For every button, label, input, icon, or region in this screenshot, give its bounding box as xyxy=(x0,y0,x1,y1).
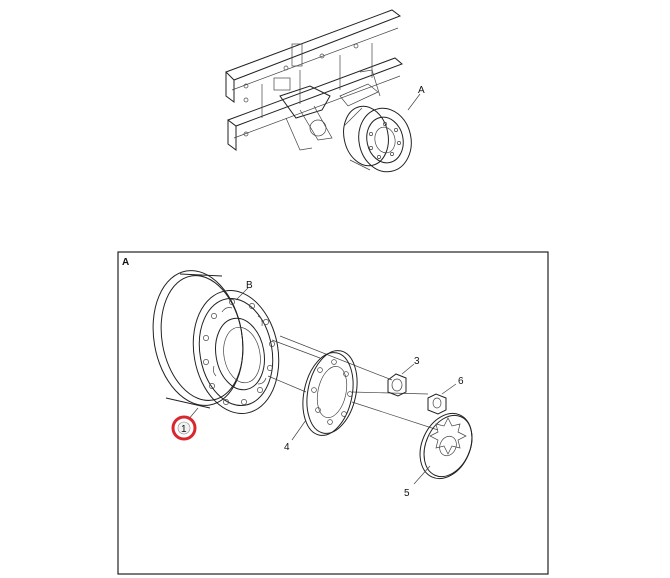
callout-3: 3 xyxy=(414,356,420,367)
chassis-overview-illustration: A xyxy=(225,9,425,173)
callout-6-leader xyxy=(441,383,457,395)
overview-callout-A: A xyxy=(418,85,425,96)
detail-frame xyxy=(117,251,549,575)
callout-B: B xyxy=(246,280,253,291)
part-3-wheel-nut xyxy=(387,373,407,397)
wheel-rim xyxy=(152,270,280,414)
detail-frame-label: A xyxy=(122,257,129,268)
callout-5: 5 xyxy=(404,488,410,499)
callout-B-leader xyxy=(235,287,249,301)
chassis-frame-rails xyxy=(225,9,403,151)
callout-6: 6 xyxy=(458,376,464,387)
callout-3-leader xyxy=(401,363,415,375)
callout-4-leader xyxy=(291,419,307,441)
part-4-spacer-ring xyxy=(302,350,358,436)
callout-1: 1 xyxy=(181,424,187,435)
part-5-hub-cover xyxy=(419,412,473,480)
rim-bolt-holes xyxy=(203,299,275,405)
callout-A-leader xyxy=(407,93,421,111)
callout-1-bubble xyxy=(177,421,191,435)
callout-5-leader xyxy=(413,465,431,485)
axle-suspension xyxy=(279,69,381,151)
overview-wheel xyxy=(343,105,412,173)
callout-4: 4 xyxy=(284,442,290,453)
part-6-nut-cap xyxy=(427,393,447,415)
